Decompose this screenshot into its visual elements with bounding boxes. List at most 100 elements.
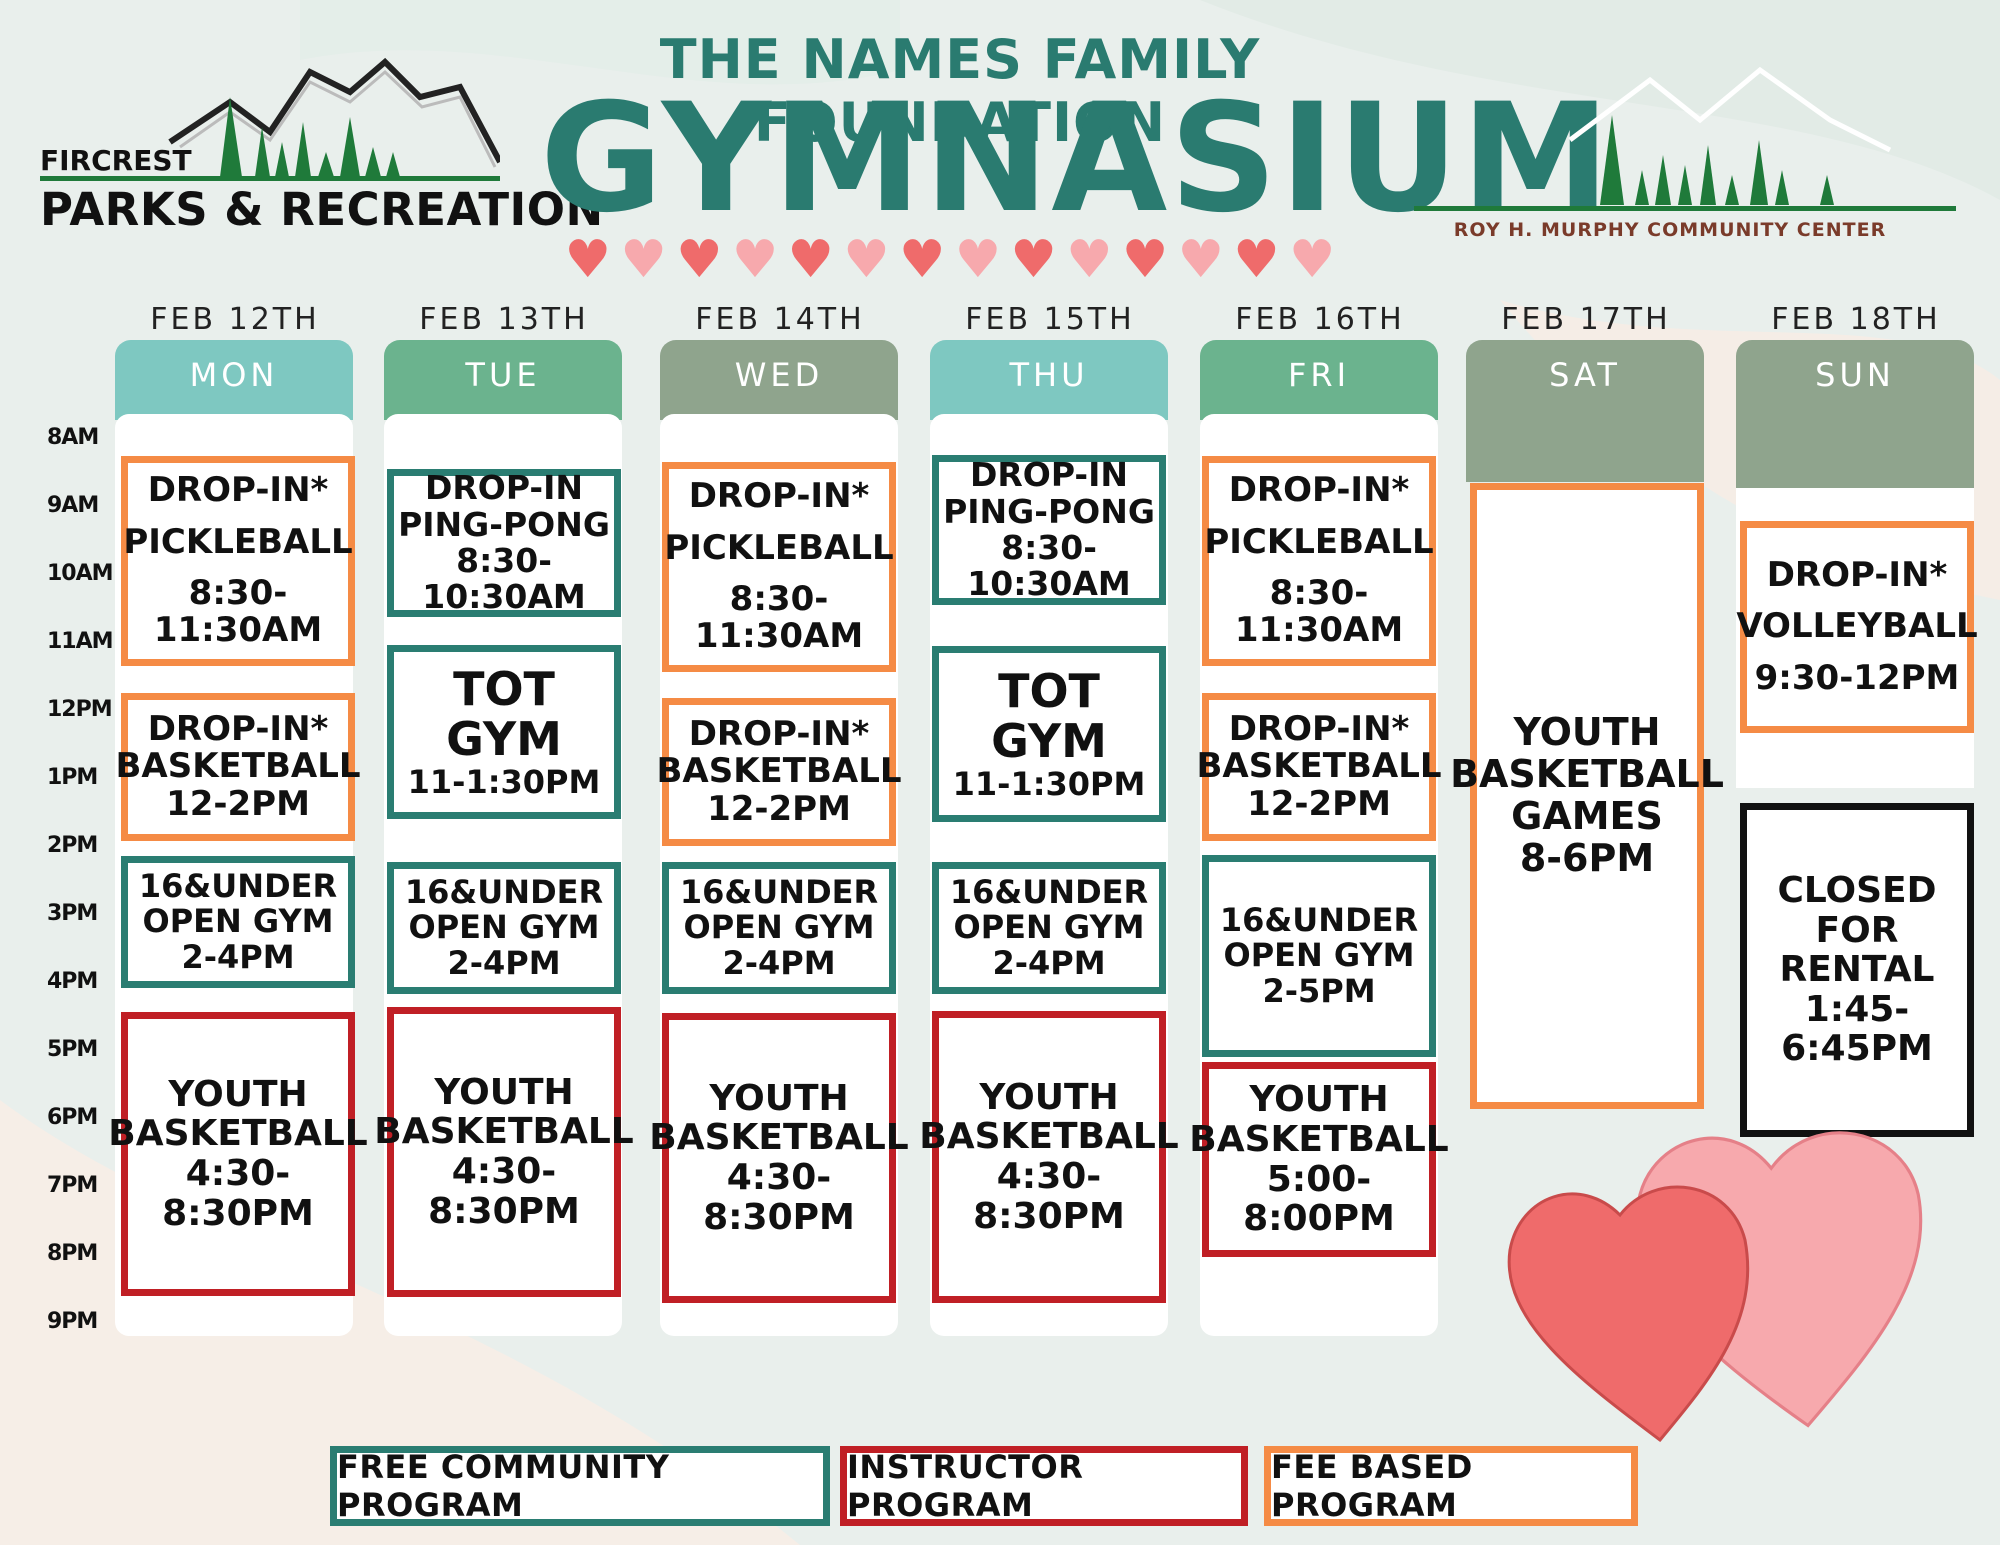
event-card[interactable]: DROP-IN* PICKLEBALL 8:30-11:30AM bbox=[121, 456, 355, 666]
event-card[interactable]: 16&UNDER OPEN GYM 2-4PM bbox=[121, 856, 355, 988]
time-label: 12PM bbox=[47, 697, 113, 722]
event-card[interactable]: YOUTH BASKETBALL 5:00-8:00PM bbox=[1189, 1062, 1449, 1257]
event-line: BASKETBALL bbox=[919, 1116, 1179, 1158]
event-card[interactable]: TOT GYM 11-1:30PM bbox=[932, 646, 1166, 822]
event-line: 8:30-11:30AM bbox=[1234, 573, 1404, 651]
event-line: BASKETBALL bbox=[115, 746, 361, 787]
event-line: BASKETBALL bbox=[108, 1113, 368, 1155]
event-line: TOT GYM bbox=[991, 663, 1107, 769]
logo-parks-text: PARKS & RECREATION bbox=[40, 183, 604, 236]
heart-icon: ♥ bbox=[954, 230, 1002, 290]
event-card[interactable]: DROP-IN* PICKLEBALL 8:30-11:30AM bbox=[662, 462, 896, 672]
event-line: 2-4PM bbox=[181, 937, 295, 976]
event-card[interactable]: DROP-IN* BASKETBALL 12-2PM bbox=[115, 693, 361, 841]
day-header: FRI bbox=[1200, 340, 1438, 420]
time-label: 9AM bbox=[47, 493, 99, 518]
heart-icon: ♥ bbox=[1066, 230, 1113, 290]
event-line: DROP-IN bbox=[424, 468, 584, 508]
time-label: 7PM bbox=[47, 1173, 98, 1198]
event-line: BASKETBALL bbox=[656, 751, 902, 792]
event-card[interactable]: 16&UNDER OPEN GYM 2-4PM bbox=[662, 862, 896, 994]
event-card[interactable]: 16&UNDER OPEN GYM 2-5PM bbox=[1202, 855, 1436, 1057]
time-label: 5PM bbox=[47, 1037, 98, 1062]
event-line: YOUTH bbox=[979, 1076, 1119, 1118]
event-line: OPEN GYM bbox=[408, 908, 600, 947]
event-line: YOUTH bbox=[168, 1073, 308, 1115]
event-line: 2-4PM bbox=[992, 943, 1106, 982]
event-card[interactable]: DROP-IN* VOLLEYBALL 9:30-12PM bbox=[1736, 521, 1978, 733]
event-line: 16&UNDER bbox=[679, 873, 879, 912]
event-line: DROP-IN* bbox=[1766, 554, 1948, 595]
event-line: 8:30-10:30AM bbox=[967, 528, 1131, 604]
legend-instructor: INSTRUCTOR PROGRAM bbox=[840, 1446, 1248, 1526]
decorative-hearts bbox=[1507, 1131, 1923, 1443]
trees-mountain-icon bbox=[1568, 66, 1892, 205]
event-card[interactable]: DROP-IN* PICKLEBALL 8:30-11:30AM bbox=[1202, 456, 1436, 666]
event-line: PING-PONG bbox=[398, 504, 610, 544]
time-label: 8AM bbox=[47, 425, 99, 450]
event-line: 4:30-8:30PM bbox=[973, 1156, 1125, 1237]
logo-fircrest-text: FIRCREST bbox=[40, 144, 192, 177]
event-card[interactable]: DROP-IN PING-PONG 8:30-10:30AM bbox=[387, 469, 621, 617]
event-line: BASKETBALL bbox=[1196, 746, 1442, 787]
event-line: 9:30-12PM bbox=[1754, 657, 1960, 698]
event-card[interactable]: DROP-IN* BASKETBALL 12-2PM bbox=[656, 698, 902, 846]
event-line: YOUTH bbox=[1513, 710, 1661, 755]
event-line: BASKETBALL bbox=[1189, 1118, 1449, 1160]
day-header: WED bbox=[660, 340, 898, 420]
time-label: 9PM bbox=[47, 1309, 98, 1334]
event-line: 2-4PM bbox=[447, 943, 561, 982]
heart-icon: ♥ bbox=[1010, 230, 1057, 290]
event-line: DROP-IN* bbox=[688, 713, 870, 754]
day-header: SUN bbox=[1736, 340, 1974, 490]
event-card[interactable]: 16&UNDER OPEN GYM 2-4PM bbox=[932, 862, 1166, 994]
event-card[interactable]: 16&UNDER OPEN GYM 2-4PM bbox=[387, 862, 621, 994]
event-card[interactable]: YOUTH BASKETBALL 4:30-8:30PM bbox=[374, 1007, 634, 1297]
event-line: VOLLEYBALL bbox=[1736, 606, 1978, 647]
time-label: 2PM bbox=[47, 833, 98, 858]
event-line: BASKETBALL bbox=[649, 1117, 909, 1159]
day-date: FEB 17TH bbox=[1501, 302, 1671, 337]
day-date: FEB 12TH bbox=[150, 302, 320, 337]
legend-fee: FEE BASED PROGRAM bbox=[1264, 1446, 1638, 1526]
heart-icon: ♥ bbox=[675, 230, 723, 290]
event-line: YOUTH bbox=[1249, 1079, 1389, 1121]
heart-icon: ♥ bbox=[787, 230, 835, 290]
event-line: 11-1:30PM bbox=[407, 763, 601, 801]
event-line: 12-2PM bbox=[1247, 783, 1391, 824]
event-line: 12-2PM bbox=[166, 783, 310, 824]
day-date: FEB 13TH bbox=[419, 302, 589, 337]
day-header: MON bbox=[115, 340, 353, 420]
event-card[interactable]: TOT GYM 11-1:30PM bbox=[387, 645, 621, 819]
event-card[interactable]: DROP-IN PING-PONG 8:30-10:30AM bbox=[932, 455, 1166, 605]
day-header: TUE bbox=[384, 340, 622, 420]
heart-icon: ♥ bbox=[620, 230, 667, 290]
event-card[interactable]: YOUTH BASKETBALL 4:30-8:30PM bbox=[919, 1011, 1179, 1303]
event-line: 4:30-8:30PM bbox=[428, 1151, 580, 1232]
event-card[interactable]: CLOSED FOR RENTAL 1:45-6:45PM bbox=[1740, 803, 1974, 1137]
day-date: FEB 16TH bbox=[1235, 302, 1405, 337]
time-label: 11AM bbox=[47, 629, 114, 654]
event-card[interactable]: DROP-IN* BASKETBALL 12-2PM bbox=[1196, 693, 1442, 841]
event-line: DROP-IN* bbox=[688, 476, 870, 517]
event-line: 2-5PM bbox=[1262, 971, 1376, 1010]
event-line: GAMES bbox=[1511, 794, 1663, 838]
heart-icon: ♥ bbox=[731, 230, 779, 290]
event-card[interactable]: YOUTH BASKETBALL GAMES 8-6PM bbox=[1450, 483, 1724, 1109]
hearts-divider: ♥ ♥ ♥ ♥ ♥ ♥ ♥ ♥ ♥ ♥ ♥ ♥ ♥ ♥ bbox=[560, 230, 1340, 290]
day-header: SAT bbox=[1466, 340, 1704, 482]
event-line: 16&UNDER bbox=[138, 867, 338, 906]
day-date: FEB 15TH bbox=[965, 302, 1135, 337]
heart-icon: ♥ bbox=[564, 230, 612, 290]
time-label: 4PM bbox=[47, 969, 98, 994]
time-label: 8PM bbox=[47, 1241, 98, 1266]
event-line: DROP-IN* bbox=[1228, 470, 1410, 511]
event-line: PICKLEBALL bbox=[1204, 521, 1434, 562]
event-card[interactable]: YOUTH BASKETBALL 4:30-8:30PM bbox=[108, 1012, 368, 1296]
event-line: YOUTH bbox=[709, 1077, 849, 1119]
event-card[interactable]: YOUTH BASKETBALL 4:30-8:30PM bbox=[649, 1013, 909, 1303]
page-title: GYMNASIUM bbox=[540, 72, 1613, 246]
event-line: DROP-IN* bbox=[147, 708, 329, 749]
event-line: PING-PONG bbox=[943, 491, 1155, 531]
event-line: BASKETBALL bbox=[1450, 752, 1724, 797]
